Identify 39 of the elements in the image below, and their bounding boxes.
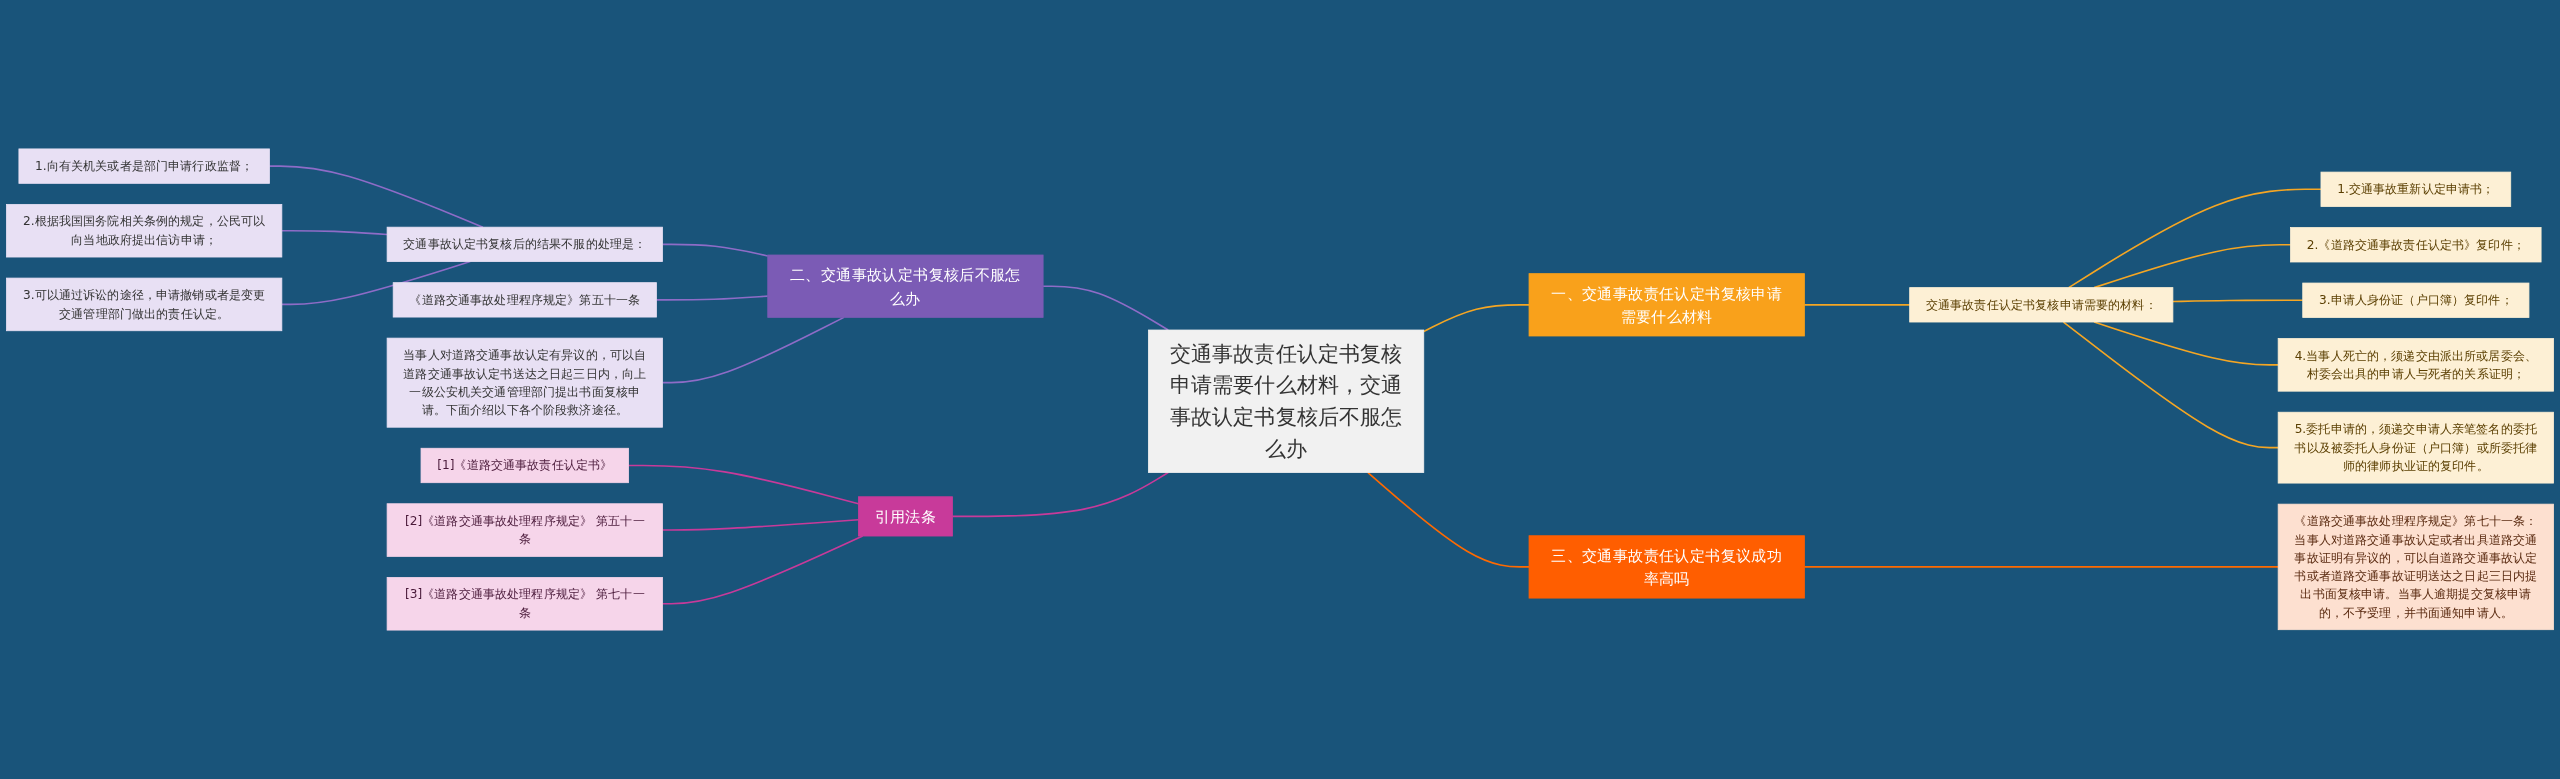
node-box: [1]《道路交通事故责任认定书》 [420,447,629,484]
node-box: 交通事故认定书复核后的结果不服的处理是： [386,226,663,262]
connector [1367,471,1530,568]
connector [2062,321,2279,449]
connector [1803,566,2279,568]
node-box: 《道路交通事故处理程序规定》第七十一条：当事人对道路交通事故认定或者出具道路交通事故证明有异议的，可以自道路交通事故认定书或者道路交通事故证明送达之日起三日内提出书面复核申请。当事人逾期提交复核申请的，不予受理，并书面通知申请人。 [2277,503,2554,631]
node-box: 一、交通事故责任认定书复核申请需要什么材料 [1528,273,1805,337]
node-box: 二、交通事故认定书复核后不服怎么办 [767,254,1044,318]
connector [655,295,769,301]
node-box: [2]《道路交通事故处理程序规定》 第五十一条 [386,503,663,557]
node-box: 4.当事人死亡的，须递交由派出所或居委会、村委会出具的申请人与死者的关系证明； [2277,338,2554,392]
node-box: 5.委托申请的，须递交申请人亲笔签名的委托书以及被委托人身份证（户口簿）或所委托律师的律师执业证的复印件。 [2277,411,2554,484]
node-box: 交通事故责任认定书复核申请需要的材料： [1909,287,2174,323]
connector [661,316,845,384]
node-box: 1.向有关机关或者是部门申请行政监督； [18,148,270,184]
node-box: [3]《道路交通事故处理程序规定》 第七十一条 [386,577,663,631]
node-box: 当事人对道路交通事故认定有异议的，可以自道路交通事故认定书送达之日起三日内，向上一级公安机关交通管理部门提出书面复核申请。下面介绍以下各个阶段救济途径。 [386,337,663,428]
node-box: 3.可以通过诉讼的途径，申请撤销或者是变更交通管理部门做出的责任认定。 [6,277,283,332]
connector [951,471,1170,518]
node-box: 2.《道路交通事故责任认定书》复印件； [2290,227,2542,263]
node-box: 2.根据我国国务院相关条例的规定，公民可以向当地政府提出信访申请； [6,204,283,258]
connector [627,464,860,505]
connector [1803,304,1911,306]
node-box: 1.交通事故重新认定申请书； [2320,171,2512,207]
connector [1422,304,1530,333]
node-box: 《道路交通事故处理程序规定》第五十一条 [392,282,657,318]
node-box: 三、交通事故责任认定书复议成功率高吗 [1528,535,1805,599]
connector [2172,299,2304,303]
connector [2093,244,2292,289]
connector [661,518,860,531]
connector [661,243,769,257]
connector [661,535,864,605]
connector [2067,188,2322,289]
connector [281,229,388,236]
connector [1042,285,1170,331]
node-box: 3.申请人身份证（户口簿）复印件； [2302,282,2530,318]
connector [268,165,484,228]
node-box: 引用法条 [858,496,953,537]
node-box: 交通事故责任认定书复核申请需要什么材料，交通事故认定书复核后不服怎么办 [1148,329,1425,473]
